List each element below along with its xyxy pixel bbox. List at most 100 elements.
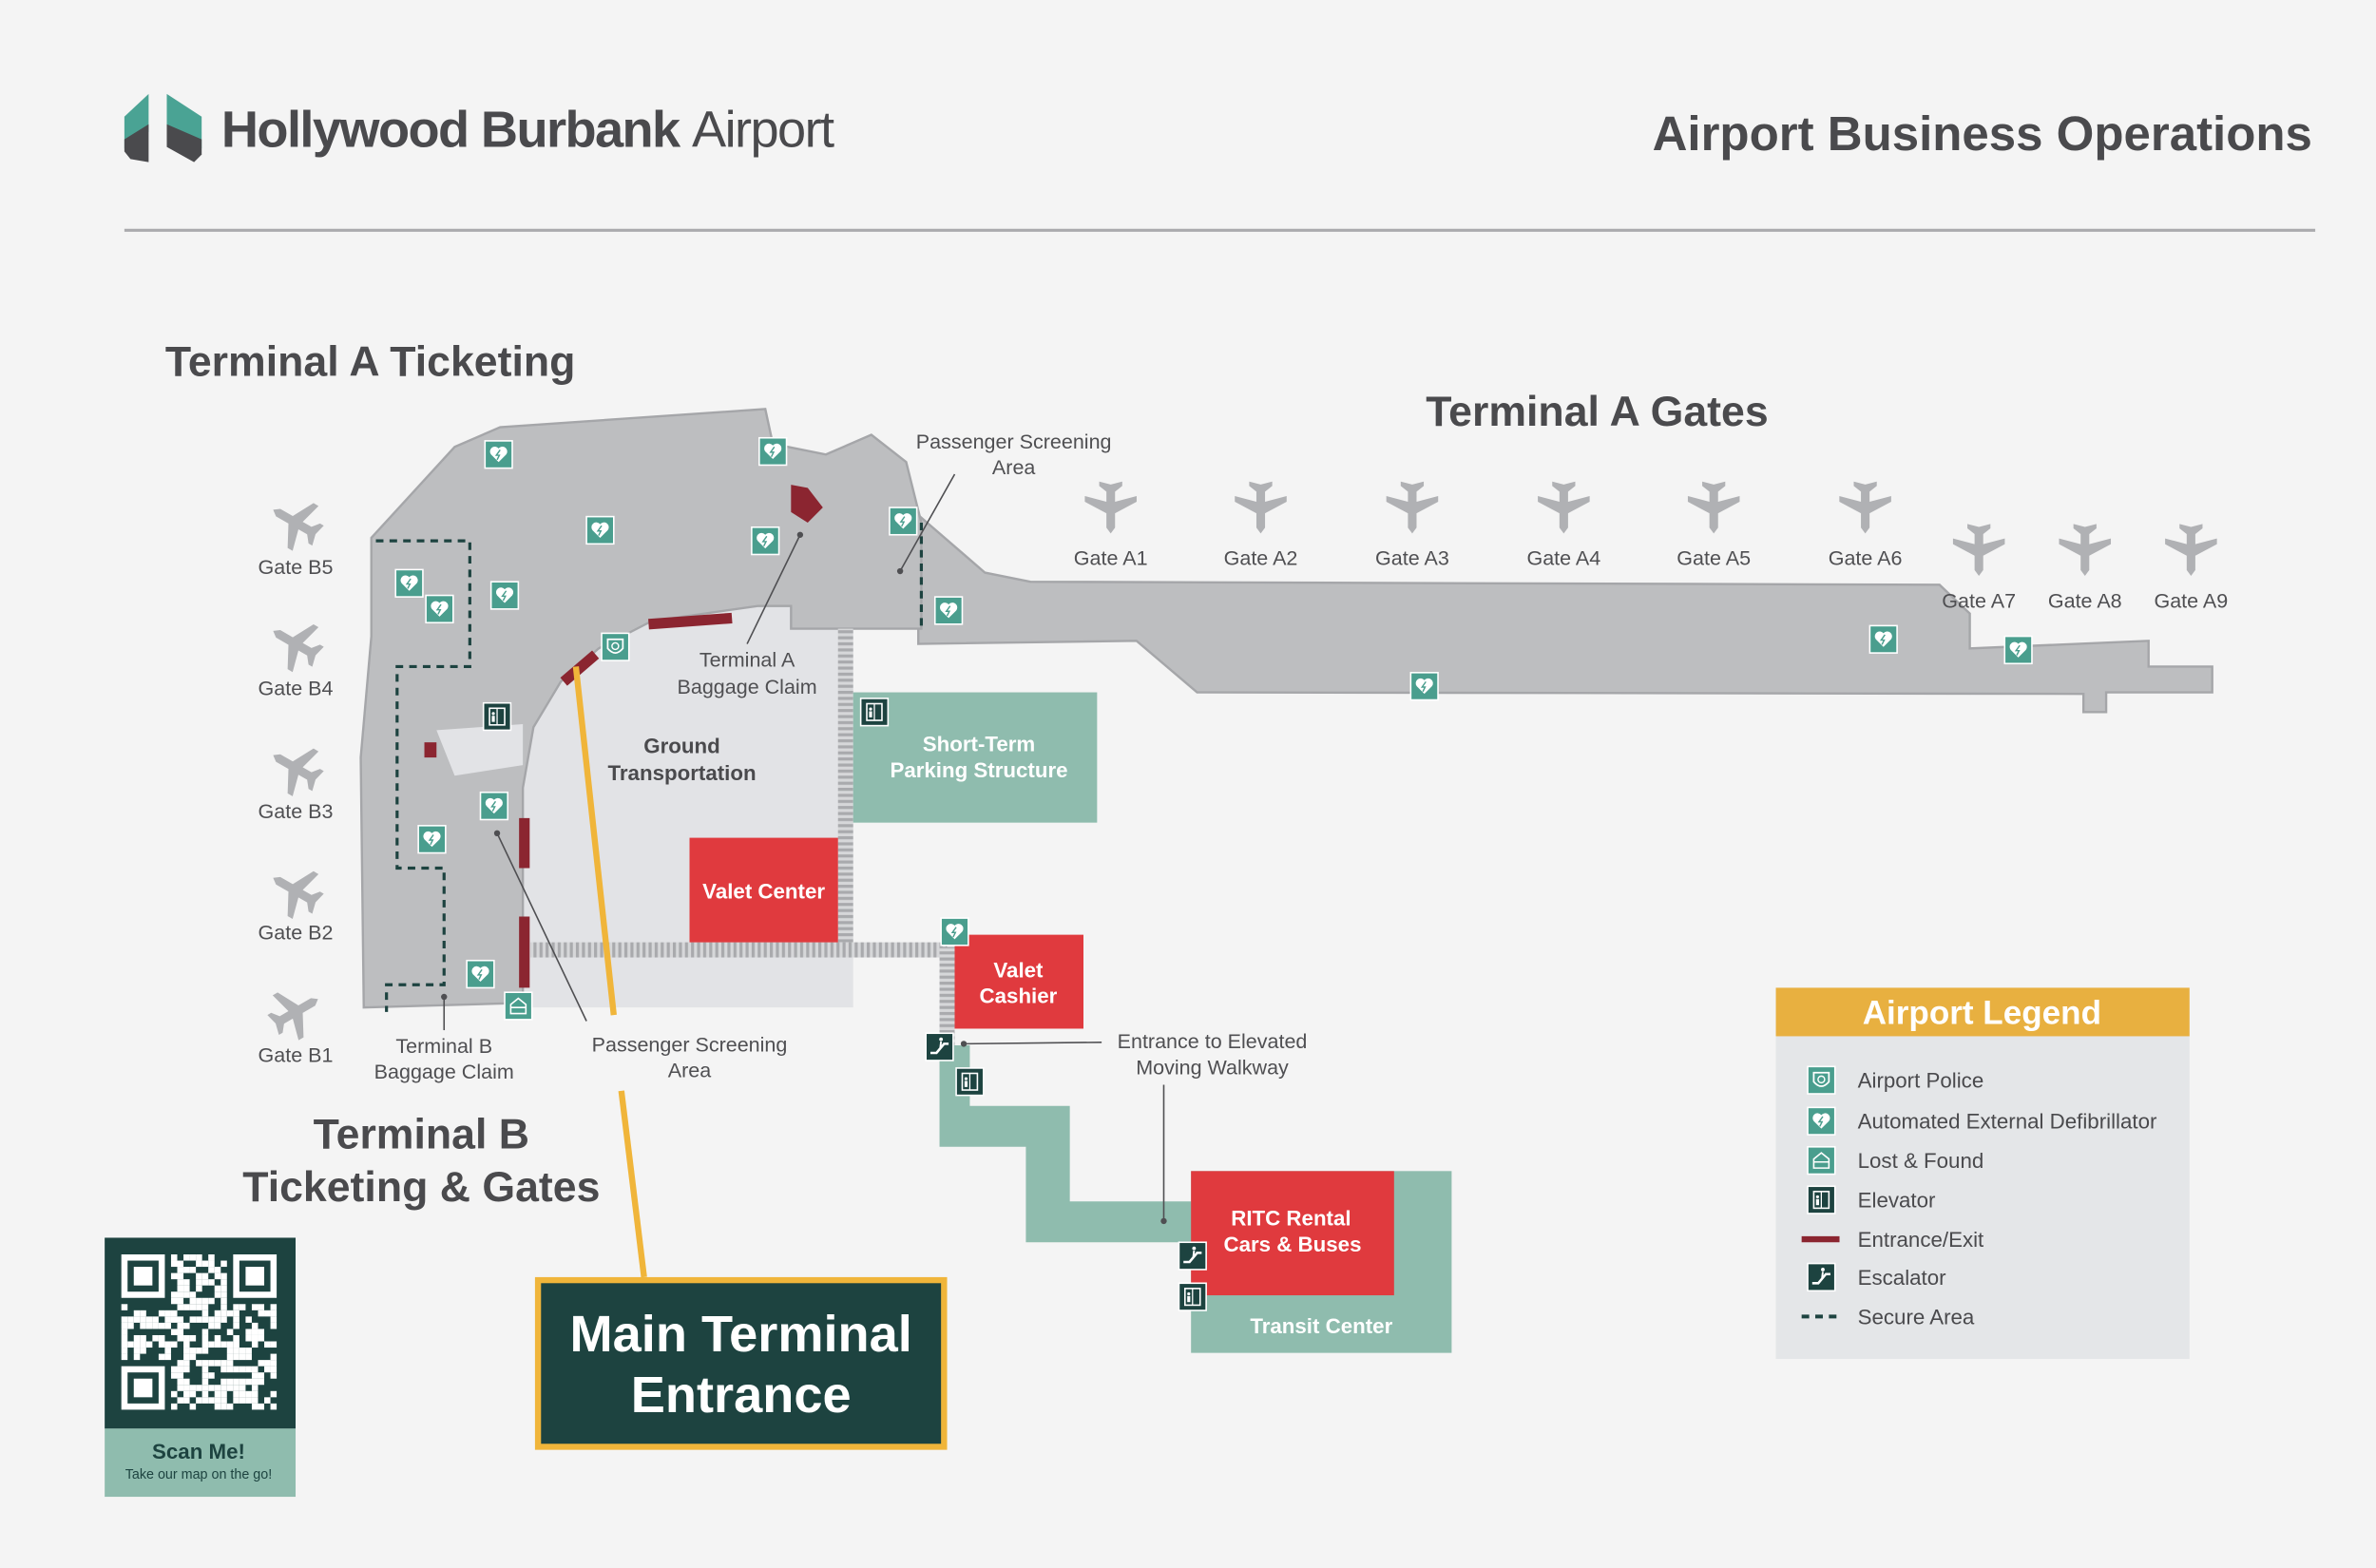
legend-panel xyxy=(1775,987,2190,1359)
aed-icon xyxy=(489,581,520,610)
gate-gate-a9[interactable]: Gate A9 xyxy=(2154,524,2228,612)
gate-gate-a2[interactable]: Gate A2 xyxy=(1224,481,1298,570)
aed-icon xyxy=(889,507,918,536)
legend-item: Lost & Found xyxy=(1807,1146,1983,1176)
airplane-icon xyxy=(1952,524,2005,576)
valet-cashier-line2: Cashier xyxy=(980,984,1058,1007)
screening-a-line2: Area xyxy=(992,456,1035,479)
screening-b-line2: Area xyxy=(668,1059,711,1081)
police-icon xyxy=(601,632,630,661)
airplane-icon xyxy=(259,487,332,559)
valet-cashier[interactable] xyxy=(954,934,1083,1029)
airplane-icon xyxy=(259,855,332,927)
airplane-icon xyxy=(259,976,332,1048)
legend-header xyxy=(1775,987,2190,1037)
header: Hollywood Burbank Airport Airport Busine… xyxy=(124,93,2316,232)
airplane-icon xyxy=(1386,481,1439,534)
gate-label: Gate A7 xyxy=(1942,589,2016,612)
legend-label: Elevator xyxy=(1858,1189,1936,1213)
airport-logo-icon xyxy=(124,93,202,163)
main-entrance-line1: Main Terminal xyxy=(570,1306,912,1363)
airplane-icon xyxy=(259,733,332,804)
legend-item: Secure Area xyxy=(1801,1305,1975,1329)
gate-gate-b4[interactable]: Gate B4 xyxy=(259,608,334,700)
valet-center[interactable] xyxy=(689,837,838,943)
aed-icon xyxy=(933,596,964,625)
parking-label-line2: Parking Structure xyxy=(890,758,1067,782)
airplane-icon xyxy=(2165,524,2217,576)
aed-icon xyxy=(751,526,780,556)
lost-found-icon xyxy=(1807,1146,1836,1176)
escalator-icon xyxy=(925,1032,954,1061)
qr-title: Scan Me! xyxy=(152,1440,245,1463)
walkway-horizontal xyxy=(530,942,948,958)
main-entrance-line2: Entrance xyxy=(631,1367,852,1424)
baggage-a-line1: Terminal A xyxy=(699,648,795,671)
facility-icons xyxy=(394,436,2033,1311)
terminal-b-title-line1: Terminal B xyxy=(314,1111,529,1157)
qr-subtitle: Take our map on the go! xyxy=(125,1467,273,1482)
walkway-to-cashier xyxy=(939,947,955,1045)
legend-item: Airport Police xyxy=(1807,1065,1984,1095)
gate-label: Gate A2 xyxy=(1224,547,1298,570)
legend-label: Entrance/Exit xyxy=(1858,1228,1984,1252)
valet-center-label: Valet Center xyxy=(702,879,825,903)
gate-gate-a8[interactable]: Gate A8 xyxy=(2048,524,2122,612)
police-icon xyxy=(1807,1065,1836,1095)
gate-label: Gate A6 xyxy=(1829,547,1903,570)
baggage-b-line2: Baggage Claim xyxy=(374,1061,514,1083)
screening-a-line1: Passenger Screening xyxy=(916,430,1112,453)
gate-label: Gate B2 xyxy=(259,921,334,944)
gate-label: Gate B1 xyxy=(259,1044,334,1067)
gate-gate-b5[interactable]: Gate B5 xyxy=(259,487,334,579)
escalator-icon xyxy=(1807,1262,1836,1292)
transit-center-label: Transit Center xyxy=(1250,1314,1392,1338)
legend-label: Secure Area xyxy=(1858,1305,1975,1329)
gate-label: Gate A4 xyxy=(1526,547,1600,570)
gate-gate-a7[interactable]: Gate A7 xyxy=(1942,524,2016,612)
gate-gate-a1[interactable]: Gate A1 xyxy=(1074,481,1148,570)
walkway-line2: Moving Walkway xyxy=(1136,1056,1289,1079)
terminal-b-notch xyxy=(436,724,524,776)
valet-cashier-line1: Valet xyxy=(993,958,1044,982)
gate-gate-a5[interactable]: Gate A5 xyxy=(1677,481,1751,570)
airplane-icon xyxy=(1235,481,1287,534)
airplane-icon xyxy=(259,608,332,679)
route-line-inner xyxy=(572,666,617,1016)
main-terminal-entrance[interactable] xyxy=(534,1276,948,1450)
parking-label-line1: Short-Term xyxy=(923,733,1036,756)
gate-gate-b2[interactable]: Gate B2 xyxy=(259,855,334,944)
ritc-rental-cars-buses[interactable] xyxy=(1191,1171,1394,1296)
qr-card[interactable]: Scan Me! Take our map on the go! xyxy=(105,1237,297,1498)
elevator-icon xyxy=(859,698,890,727)
airplane-icon xyxy=(1839,481,1891,534)
gate-gate-a4[interactable]: Gate A4 xyxy=(1526,481,1600,570)
entrances-exits xyxy=(519,612,733,988)
elevated-moving-walkway xyxy=(939,1045,1198,1243)
terminal-b-title-line2: Ticketing & Gates xyxy=(242,1164,600,1211)
aed-icon xyxy=(479,791,509,821)
short-term-parking-structure[interactable] xyxy=(853,692,1098,823)
aed-icon xyxy=(466,959,495,989)
route-line-outer xyxy=(618,1090,647,1278)
gate-gate-b1[interactable]: Gate B1 xyxy=(259,976,334,1067)
aed-icon xyxy=(394,568,424,598)
ground-transport-line1: Ground xyxy=(643,734,720,757)
gate-gate-a3[interactable]: Gate A3 xyxy=(1375,481,1449,570)
legend-title: Airport Legend xyxy=(1863,995,2101,1032)
qr-caption-panel xyxy=(105,1428,297,1498)
gate-gate-a6[interactable]: Gate A6 xyxy=(1829,481,1903,570)
aed-icon xyxy=(484,440,513,469)
aed-icon xyxy=(1868,624,1898,654)
airplane-icon xyxy=(1687,481,1740,534)
legend-item: Elevator xyxy=(1807,1185,1936,1214)
logo-wordmark: Hollywood Burbank Airport xyxy=(221,102,834,159)
terminal-a-ticketing-title: Terminal A Ticketing xyxy=(165,338,575,385)
legend-item: Automated External Defibrillator xyxy=(1807,1106,2157,1136)
qr-code[interactable] xyxy=(121,1254,278,1410)
legend-label: Airport Police xyxy=(1858,1069,1984,1093)
gate-label: Gate B3 xyxy=(259,800,334,823)
gate-gate-b3[interactable]: Gate B3 xyxy=(259,733,334,823)
elevator-icon xyxy=(1807,1185,1836,1214)
